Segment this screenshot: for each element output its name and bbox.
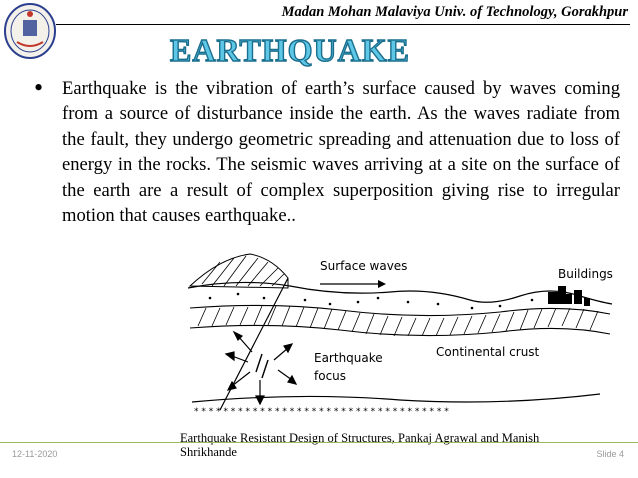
svg-text:* * * * * * * * * * * * * * *: * * * * * * * * * * * * * * * * * * * * … bbox=[194, 407, 449, 417]
label-continental-crust: Continental crust bbox=[436, 345, 540, 359]
label-earthquake-focus-1: Earthquake bbox=[314, 351, 383, 365]
bullet-text: Earthquake is the vibration of earth’s s… bbox=[62, 78, 620, 227]
soil-dots bbox=[208, 292, 534, 310]
label-earthquake-focus-2: focus bbox=[314, 369, 346, 383]
crust-lower-boundary bbox=[191, 393, 601, 403]
mantle-star-markers: * * * * * * * * * * * * * * * * * * * * … bbox=[194, 407, 449, 417]
radiating-arrows bbox=[224, 330, 298, 406]
slide-title: EARTHQUAKE bbox=[169, 31, 410, 68]
focus-slip-marks bbox=[255, 353, 269, 379]
fault-line bbox=[219, 277, 289, 411]
slide-title-text: EARTHQUAKE bbox=[170, 32, 410, 68]
university-name: Madan Mohan Malaviya Univ. of Technology… bbox=[281, 4, 628, 20]
bullet-icon: • bbox=[34, 73, 44, 102]
surface-waves-arrow bbox=[320, 280, 386, 288]
figure-caption: Earthquake Resistant Design of Structure… bbox=[180, 431, 540, 459]
footer-date: 12-11-2020 bbox=[12, 449, 58, 459]
label-surface-waves: Surface waves bbox=[320, 259, 407, 273]
hill-hatching bbox=[188, 253, 289, 289]
earthquake-diagram: Surface waves Buildings Continental crus… bbox=[187, 253, 613, 417]
footer-rule bbox=[0, 442, 638, 443]
hatched-layer bbox=[189, 304, 611, 337]
label-buildings: Buildings bbox=[558, 267, 613, 281]
university-logo-icon bbox=[4, 3, 56, 59]
buildings-icon bbox=[548, 286, 590, 306]
header-rule bbox=[56, 24, 630, 25]
footer-slide-number: Slide 4 bbox=[596, 449, 624, 459]
